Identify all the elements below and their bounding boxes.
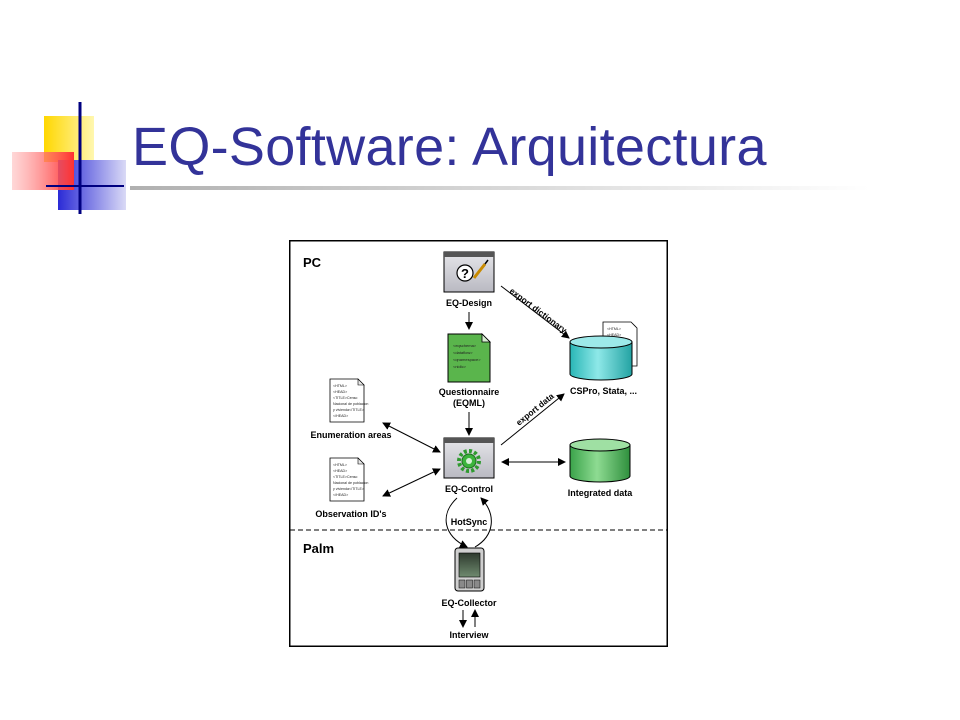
cspro-stata-node: <HTML> <HEAD> <TITLE>Censo CSPro, Stata,… [569,321,638,396]
observation-document-icon [329,457,365,502]
arrow-enumeration-control [382,422,441,453]
enumeration-document-icon [329,378,365,423]
arrow-hotsync-down [445,497,468,548]
enum-doc-line-2: <HEAD> [333,390,347,394]
title-underline [130,186,870,190]
eq-control-node: EQ-Control [443,437,495,494]
questionnaire-label: Questionnaire [439,387,500,397]
eq-design-titlebar [444,252,494,257]
integrated-database-icon [569,438,631,483]
questionnaire-node: <eqschema> <dataflow> <qnamespace> <nidl… [439,333,500,408]
cspro-stata-label: CSPro, Stata, ... [570,386,637,396]
arrow-observation-control [382,468,441,497]
slide-logo [12,102,126,214]
zone-label-palm: Palm [303,541,334,556]
obs-doc-line-1: <HTML> [333,463,347,467]
enumeration-areas-node: <HTML> <HEAD> <TITLE>Censo Nacional de p… [310,378,392,440]
obs-doc-line-6: </HEAD> [333,493,348,497]
palm-device-icon [454,547,485,592]
eqml-line-3: <qnamespace> [453,357,481,362]
interview-label: Interview [449,630,489,640]
logo-red-square [12,152,74,190]
eq-control-titlebar [444,438,494,443]
arrow-hotsync-up [474,497,492,548]
cspro-doc-line-2: <HEAD> [607,333,621,337]
question-mark-pencil-icon: ? [456,259,489,282]
eqml-label: (EQML) [453,398,485,408]
eqml-document-icon [447,333,491,383]
enumeration-areas-label: Enumeration areas [310,430,391,440]
integrated-data-label: Integrated data [568,488,634,498]
enum-doc-line-4: Nacional de poblacion [333,402,368,406]
eqml-line-2: <dataflow> [453,350,473,355]
eq-control-label: EQ-Control [445,484,493,494]
database-cylinder-icon [569,335,633,381]
eq-collector-label: EQ-Collector [441,598,497,608]
observation-ids-label: Observation ID's [315,509,386,519]
obs-doc-line-3: <TITLE>Censo [333,475,357,479]
gear-icon [457,449,481,473]
cspro-doc-line-1: <HTML> [607,327,621,331]
slide-title: EQ-Software: Arquitectura [132,117,767,177]
eq-design-node: ? EQ-Design [443,251,495,308]
arrow-export-dictionary [500,285,570,339]
integrated-data-node: Integrated data [568,438,634,498]
eq-design-label: EQ-Design [446,298,492,308]
svg-text:?: ? [461,266,469,281]
zone-label-pc: PC [303,255,322,270]
architecture-diagram: PC Palm ? EQ-Design <eqschema> <dataflow… [289,240,668,647]
enum-doc-line-1: <HTML> [333,384,347,388]
eqml-line-4: <nidlc> [453,364,467,369]
enum-doc-line-6: </HEAD> [333,414,348,418]
eq-collector-node: EQ-Collector [441,547,497,608]
hotsync-label: HotSync [451,517,488,527]
obs-doc-line-5: y vivienda</TITLE> [333,487,364,491]
observation-ids-node: <HTML> <HEAD> <TITLE>Censo Nacional de p… [315,457,387,519]
eqml-line-1: <eqschema> [453,343,477,348]
enum-doc-line-5: y vivienda</TITLE> [333,408,364,412]
enum-doc-line-3: <TITLE>Censo [333,396,357,400]
obs-doc-line-4: Nacional de poblacion [333,481,368,485]
arrow-export-data [500,393,565,446]
obs-doc-line-2: <HEAD> [333,469,347,473]
